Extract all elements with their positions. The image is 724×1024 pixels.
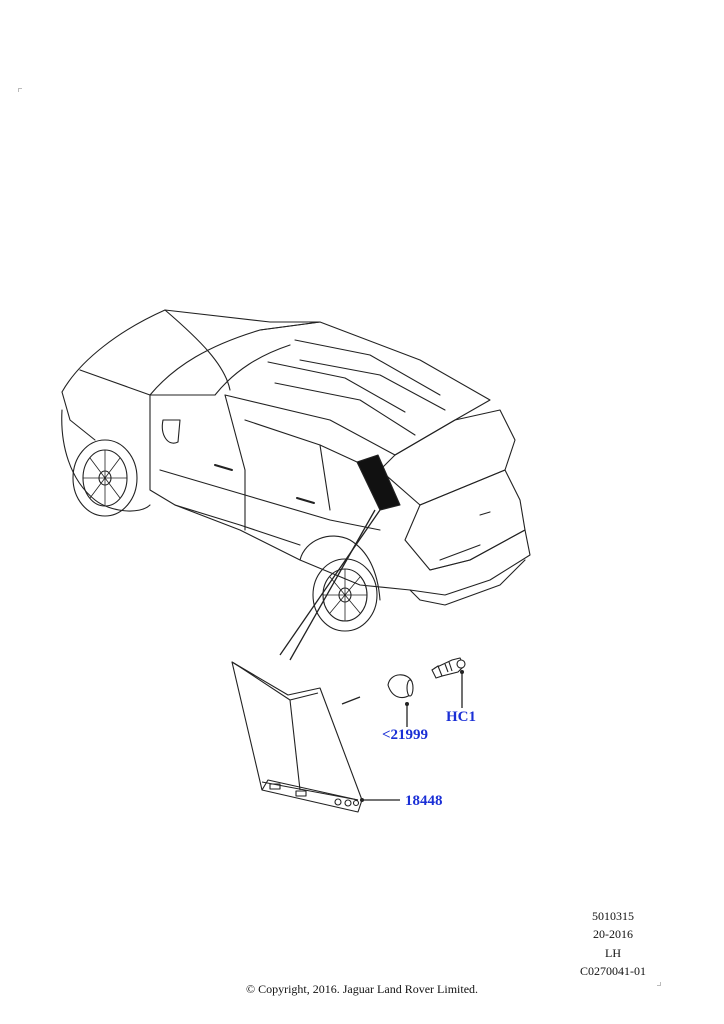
clip-part-21999 bbox=[387, 674, 414, 699]
callout-part-21999[interactable]: <21999 bbox=[382, 727, 429, 743]
leader-dots bbox=[360, 670, 464, 802]
crop-mark-top-left bbox=[18, 88, 22, 92]
copyright-notice: © Copyright, 2016. Jaguar Land Rover Lim… bbox=[245, 982, 479, 996]
diagram-code: 5010315 bbox=[592, 909, 634, 923]
fastener-part-hc1 bbox=[431, 657, 466, 679]
trim-panel-part bbox=[231, 661, 363, 813]
diagram-date: 20-2016 bbox=[593, 927, 633, 941]
crop-mark-bottom-right bbox=[657, 982, 661, 986]
callout-hc1[interactable]: HC1 bbox=[446, 709, 476, 725]
vehicle-illustration bbox=[61, 309, 531, 632]
diagram-side: LH bbox=[605, 946, 621, 960]
callout-part-18448[interactable]: 18448 bbox=[405, 793, 443, 809]
leader-lines bbox=[279, 509, 463, 801]
illustration-id: C0270041-01 bbox=[580, 964, 646, 978]
